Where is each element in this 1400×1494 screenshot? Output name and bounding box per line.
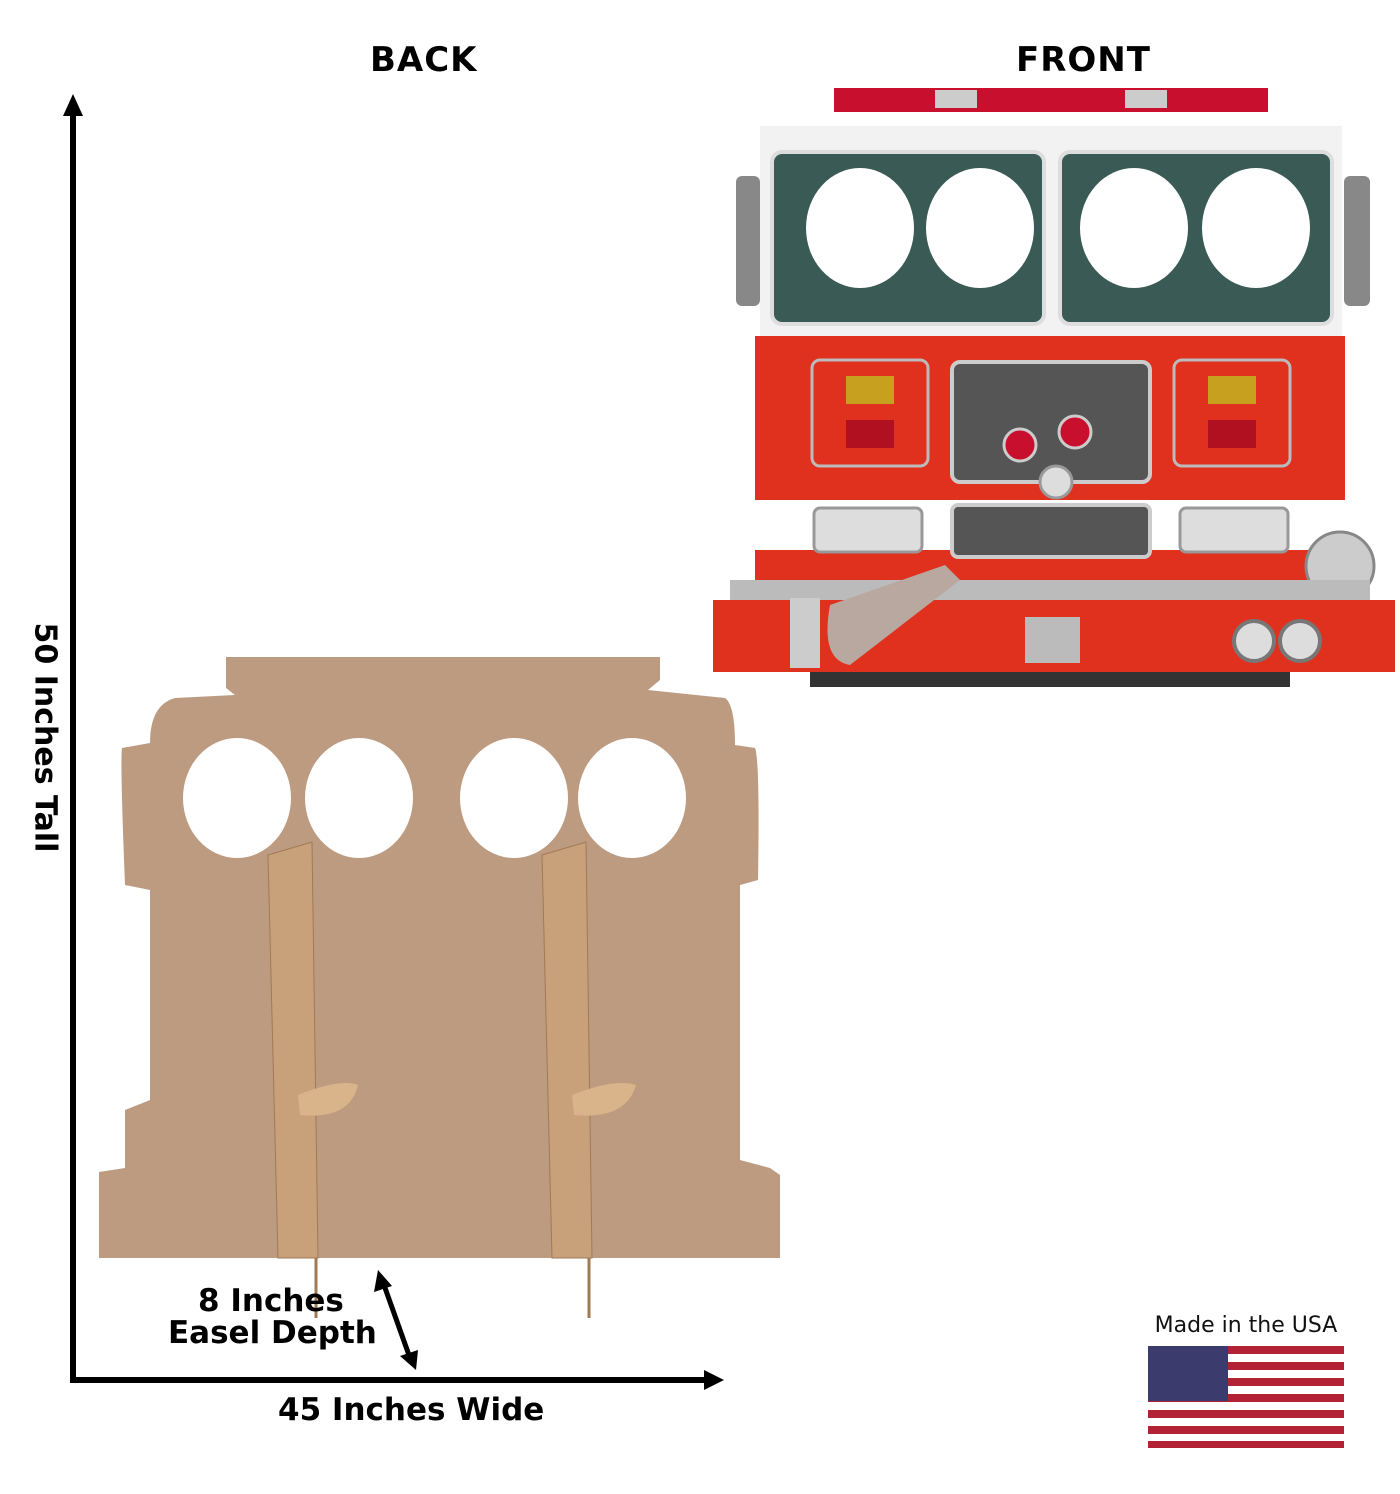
usa-flag-icon [1148, 1346, 1344, 1448]
front-heading: FRONT [1016, 40, 1151, 80]
height-label: 50 Inches Tall [27, 622, 63, 853]
easel-right [541, 841, 636, 1318]
made-in-usa-caption: Made in the USA [1154, 1313, 1338, 1338]
fire-truck-front [713, 88, 1395, 687]
cardboard-back [99, 657, 780, 1318]
easel-left [267, 841, 358, 1318]
width-label: 45 Inches Wide [278, 1392, 545, 1428]
back-heading: BACK [370, 40, 478, 80]
easel-depth-label-line1: 8 Inches [198, 1283, 344, 1319]
easel-depth-label-line2: Easel Depth [168, 1315, 377, 1351]
dimension-axes [63, 94, 724, 1390]
